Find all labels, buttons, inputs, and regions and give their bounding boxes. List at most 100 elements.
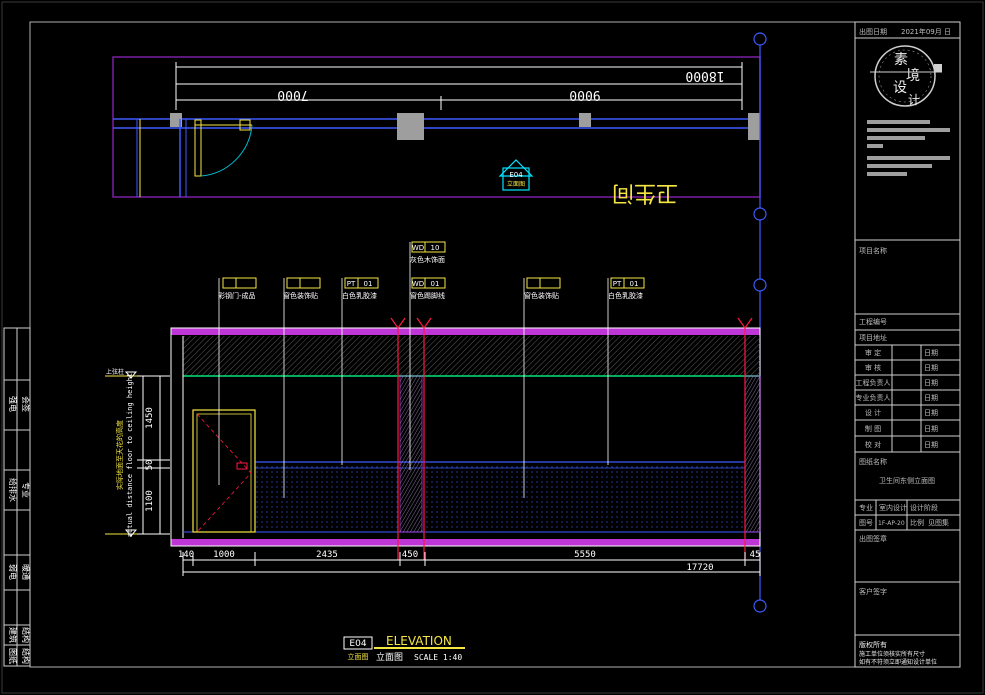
plan-view-marker: E04 立面图 (498, 159, 534, 191)
notice-2: 如有不符须立即通知设计单位 (859, 658, 937, 666)
title-code: E04 (349, 639, 366, 649)
callout-6: PT 01 白色乳胶漆 (607, 277, 645, 465)
major-label: 专业 (859, 503, 873, 512)
callout-6-code: PT (613, 280, 622, 288)
callout-1-text: 彩钢门-成品 (218, 291, 256, 300)
svg-text:素: 素 (894, 52, 908, 68)
callout-3-text: 白色乳胶漆 (342, 291, 377, 300)
signoff-label-4: 设 计 (865, 408, 881, 417)
project-no-label: 工程编号 (859, 317, 887, 326)
height-dim-1: 1450 (145, 407, 155, 429)
callout-4-num: 01 (431, 280, 440, 288)
callout-0-code: WD (412, 244, 424, 252)
bottom-dim-2: 1000 (213, 550, 235, 560)
bottom-dim-6: 45 (750, 550, 761, 560)
plan-view: 18000 7000 9000 E04 立面图 卫生间 (112, 56, 761, 205)
title-panel: 出图日期 2021年09月 日 素 境 设 计 项目名称 工程编号 项目地址 (854, 21, 961, 668)
stamp-label: 出图签章 (859, 534, 887, 543)
scale-value: 见图集 (928, 518, 949, 527)
bottom-dim-4: 450 (402, 550, 418, 560)
elevation-view (170, 317, 761, 560)
client-label: 客户签字 (859, 587, 887, 596)
strip-tag-1: 结构 (21, 648, 31, 664)
drawing-name-value: 卫生间东侧立面图 (879, 476, 935, 485)
date-value: 2021年09月 日 (901, 27, 951, 36)
bottom-dim-5: 5550 (574, 550, 596, 560)
strip-label-5: 暖通 (21, 564, 31, 580)
signoff-label-3: 专业负责人 (856, 393, 891, 402)
callout-3-num: 01 (364, 280, 373, 288)
bottom-dim-total: 17720 (686, 563, 713, 573)
signoff-label-0: 审 定 (865, 348, 881, 357)
plan-marker-sub: 立面图 (507, 180, 525, 188)
height-note-cn: 实际地面至天花的高度 (115, 420, 124, 490)
strip-label-1: 专业 (21, 482, 31, 498)
strip-label-7: 结构 (21, 627, 31, 643)
svg-text:境: 境 (906, 68, 920, 84)
signoff-label-2: 工程负责人 (856, 378, 891, 387)
plan-dim-left: 7000 (277, 87, 308, 102)
callout-4: WD 01 窗色踢脚线 (410, 277, 446, 300)
callout-0-num: 10 (431, 244, 440, 252)
signoff-value-5: 日期 (924, 425, 938, 433)
svg-text:计: 计 (908, 93, 920, 107)
height-dim-2: 50 (145, 460, 155, 471)
callout-4-code: WD (412, 280, 424, 288)
drawing-name-label: 图纸名称 (859, 457, 887, 466)
plan-room-label: 卫生间 (612, 180, 678, 205)
plan-door (194, 119, 202, 177)
title-scale: SCALE 1:40 (414, 653, 462, 662)
callout-0-text: 灰色木饰面 (410, 255, 445, 264)
signoff-value-6: 日期 (924, 441, 938, 449)
plan-marker-code: E04 (509, 171, 523, 179)
stage-label: 设计阶段 (910, 503, 938, 512)
signoff-label-1: 审 核 (865, 363, 881, 372)
height-note-en: actual distance floor to ceiling height (126, 373, 134, 537)
callout-0: WD 10 灰色木饰面 (409, 241, 446, 470)
svg-text:设: 设 (893, 80, 907, 96)
copyright: 版权所有 (859, 640, 887, 649)
callout-5: 窗色装饰贴 (523, 277, 561, 498)
title-sub: 立面图 (348, 652, 369, 661)
strip-label-4: 弱电 (8, 564, 18, 580)
title-cn: 立面图 (376, 651, 403, 663)
callout-3-code: PT (347, 280, 356, 288)
callout-1: 彩钢门-成品 (218, 277, 257, 485)
left-strip: 会签 专业 给排水 强电 弱电 暖通 建筑 结构 图纸 结构 (3, 327, 31, 667)
studio-logo: 素 境 设 计 (870, 45, 942, 107)
notice-1: 施工单位须核实所有尺寸 (859, 650, 925, 658)
bottom-dim-3: 2435 (316, 550, 338, 560)
height-top-marker: 上弦柱 (106, 368, 124, 376)
signoff-value-1: 日期 (924, 364, 938, 372)
plan-dim-right: 9000 (569, 87, 600, 102)
bottom-dim-1: 140 (178, 550, 194, 560)
project-name-label: 项目名称 (859, 246, 887, 255)
callout-6-text: 白色乳胶漆 (608, 291, 643, 300)
elevation-door (192, 409, 256, 533)
major-value: 室内设计 (879, 503, 907, 512)
strip-label-0: 会签 (21, 396, 31, 412)
callout-5-text: 窗色装饰贴 (524, 291, 559, 300)
signoff-value-4: 日期 (924, 409, 938, 417)
signoff-label-5: 制 图 (865, 424, 881, 433)
callout-4-text: 窗色踢脚线 (410, 291, 445, 300)
callout-2-text: 窗色装饰贴 (283, 291, 318, 300)
signoff-label-6: 校 对 (865, 440, 881, 449)
project-addr-label: 项目地址 (859, 333, 887, 342)
drawing-no-label: 图号 (859, 519, 873, 527)
signoff-value-0: 日期 (924, 349, 938, 357)
scale-label: 比例 (910, 518, 924, 527)
height-dims: 上弦柱 1450 50 1100 实际地面至天花的高度 actual dista… (105, 368, 170, 537)
title-name: ELEVATION (386, 634, 452, 648)
bottom-dims: 140 1000 2435 450 5550 45 17720 (178, 550, 761, 576)
signoff-rows: 审 定 日期 审 核 日期 工程负责人 日期 专业负责人 日期 设 计 日期 制… (855, 345, 960, 453)
strip-label-2: 给排水 (8, 478, 18, 502)
strip-tag-0: 图纸 (8, 648, 18, 664)
drawing-no-value: 1F-AP-20 (878, 520, 905, 527)
elevation-title: E04 立面图 ELEVATION 立面图 SCALE 1:40 (343, 634, 465, 663)
callout-2: 窗色装饰贴 (283, 277, 321, 498)
strip-label-6: 建筑 (8, 627, 18, 643)
signoff-value-2: 日期 (924, 379, 938, 387)
